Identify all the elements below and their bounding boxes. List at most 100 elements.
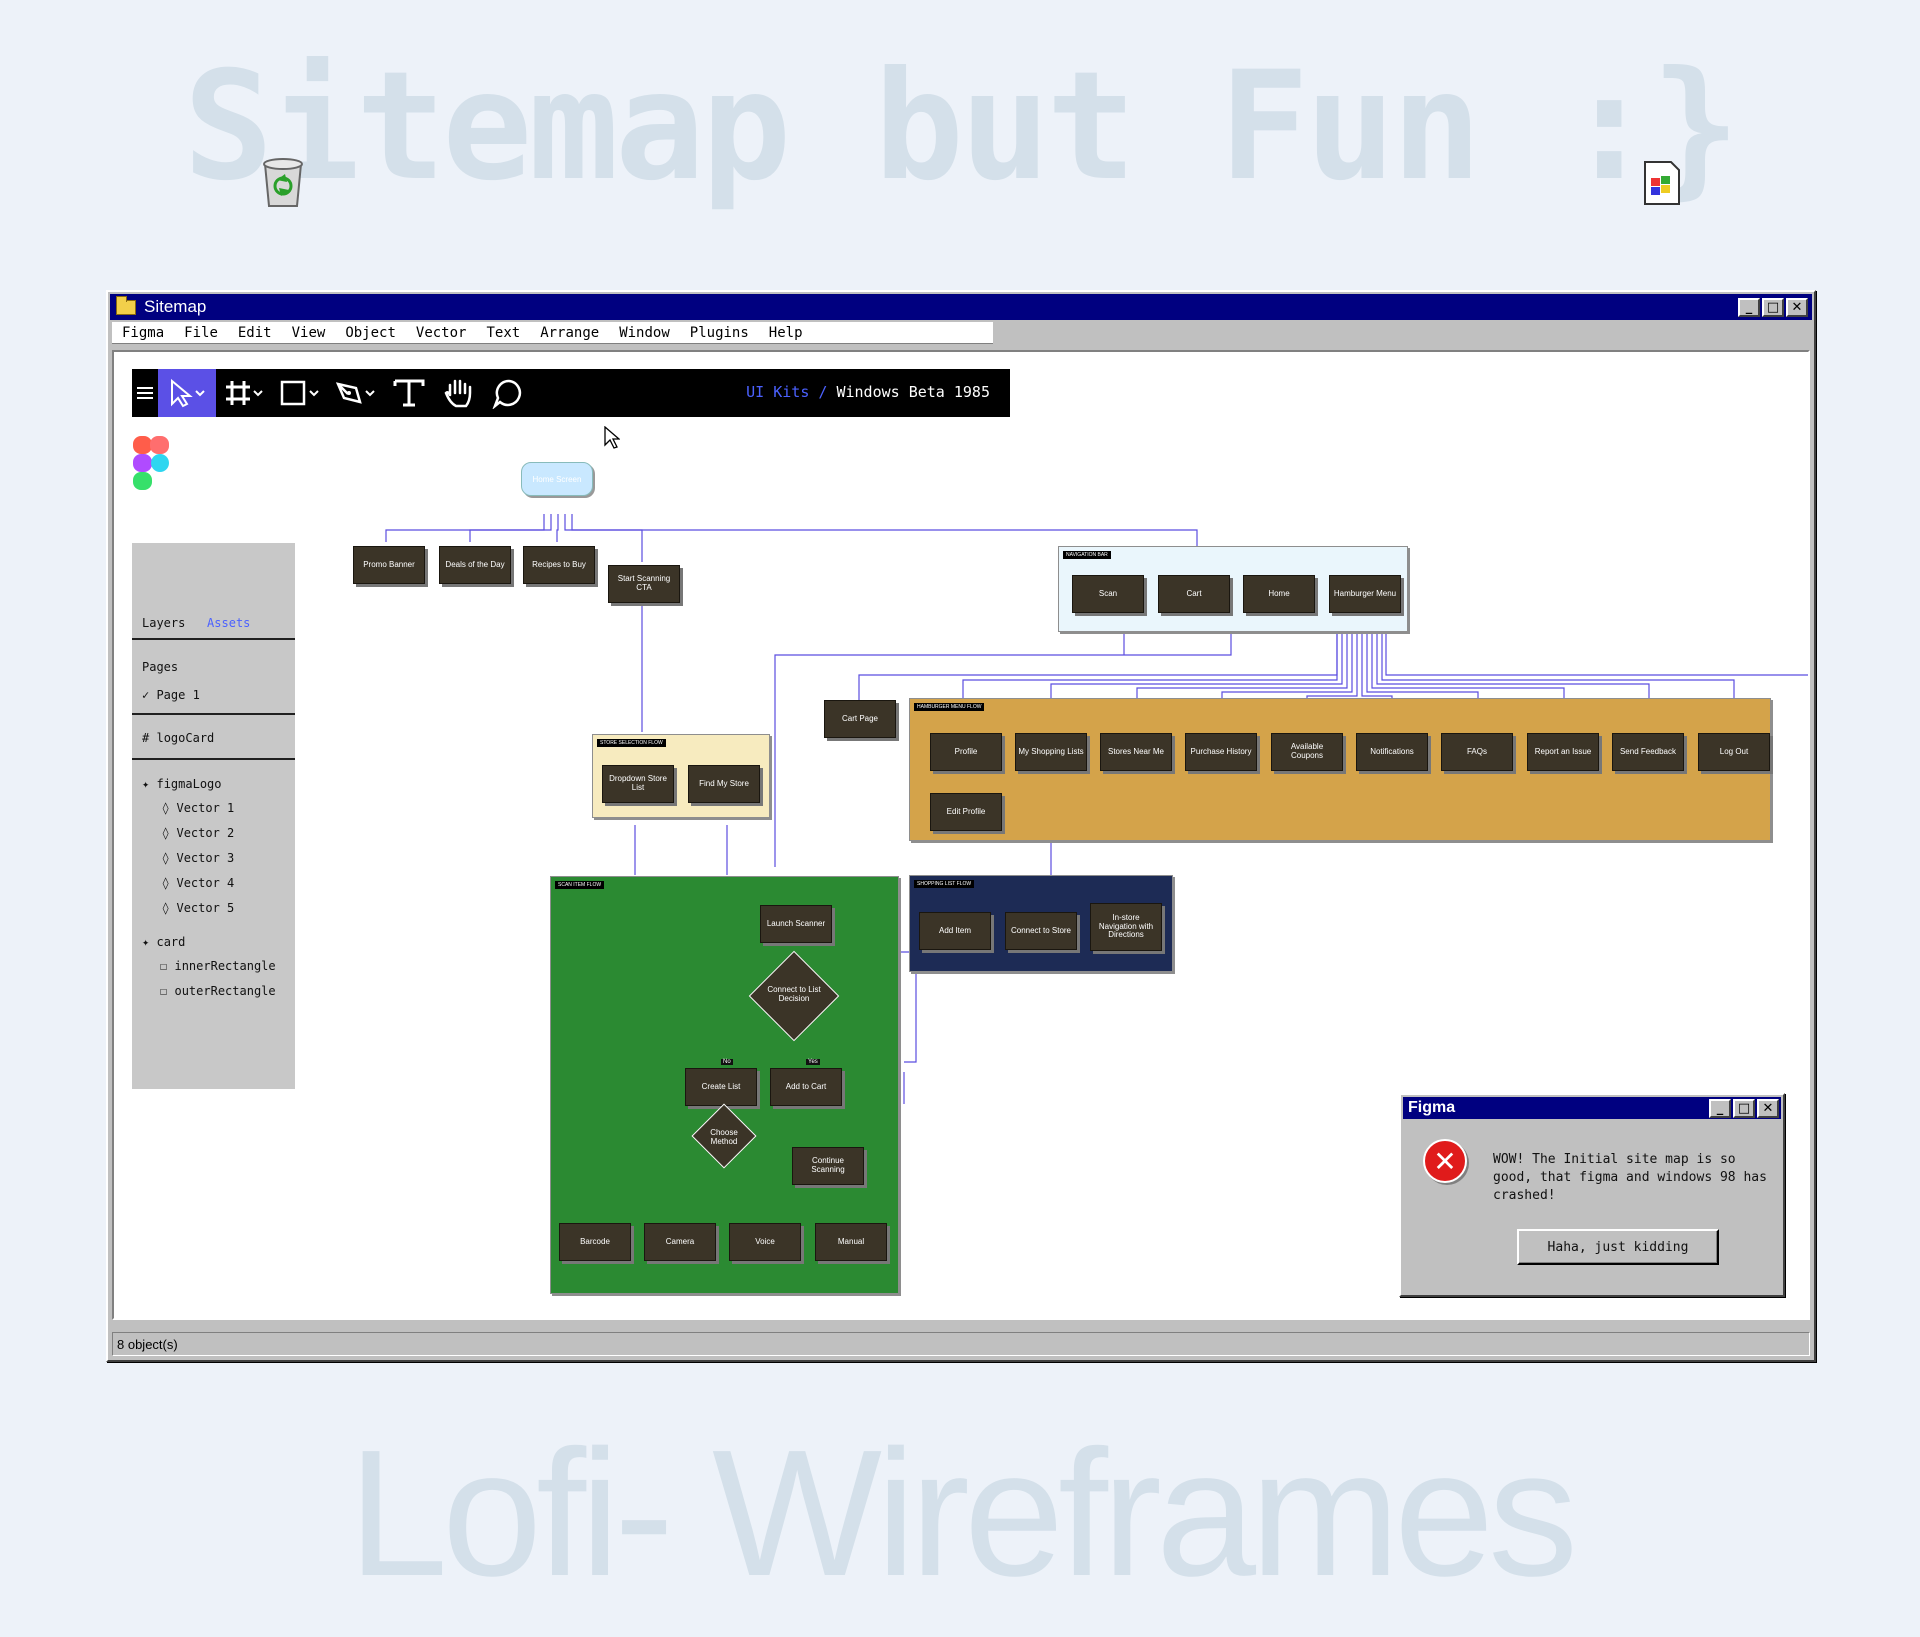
window-titlebar[interactable]: Sitemap _ □ ✕ — [110, 294, 1812, 320]
stores-near-me-node[interactable]: Stores Near Me — [1100, 733, 1172, 771]
layer-vector[interactable]: Vector 2 — [176, 826, 235, 840]
page-item[interactable]: ✓ Page 1 — [142, 688, 200, 702]
menu-bar: Figma File Edit View Object Vector Text … — [112, 322, 993, 344]
log-out-node[interactable]: Log Out — [1698, 733, 1770, 771]
connect-to-store-node[interactable]: Connect to Store — [1005, 912, 1077, 950]
nav-scan-node[interactable]: Scan — [1072, 575, 1144, 613]
layers-panel: Layers Assets Pages ✓ Page 1 # logoCard … — [132, 543, 295, 1089]
group-label: STORE SELECTION FLOW — [597, 739, 666, 747]
deals-node[interactable]: Deals of the Day — [439, 546, 511, 584]
start-scanning-node[interactable]: Start Scanning CTA — [608, 565, 680, 603]
move-tool-icon[interactable] — [158, 369, 216, 417]
layer-rectangle[interactable]: outerRectangle — [174, 984, 276, 998]
shape-tool-icon[interactable] — [272, 369, 328, 417]
purchase-history-node[interactable]: Purchase History — [1185, 733, 1257, 771]
component-icon: ✦ — [142, 935, 150, 949]
layer-vector[interactable]: Vector 1 — [176, 801, 235, 815]
window-title: Sitemap — [144, 297, 207, 316]
layer-rectangle[interactable]: innerRectangle — [174, 959, 276, 973]
layers-tab[interactable]: Layers — [142, 616, 186, 630]
recipes-node[interactable]: Recipes to Buy — [523, 546, 595, 584]
assets-tab[interactable]: Assets — [207, 616, 251, 630]
layer-vector[interactable]: Vector 4 — [176, 876, 235, 890]
menu-figma[interactable]: Figma — [122, 324, 165, 341]
coupons-node[interactable]: Available Coupons — [1271, 733, 1343, 771]
in-store-navigation-node[interactable]: In-store Navigation with Directions — [1090, 903, 1162, 951]
figma-logo-icon — [133, 436, 169, 490]
vector-icon: ◊ — [162, 826, 170, 840]
menu-view[interactable]: View — [291, 324, 326, 341]
choose-method-label: Choose Method — [710, 1128, 738, 1146]
find-my-store-node[interactable]: Find My Store — [688, 765, 760, 803]
breadcrumb-page: Windows Beta 1985 — [836, 383, 990, 401]
dialog-close-button[interactable]: ✕ — [1757, 1099, 1779, 1118]
menu-object[interactable]: Object — [345, 324, 396, 341]
menu-plugins[interactable]: Plugins — [689, 324, 749, 341]
barcode-node[interactable]: Barcode — [559, 1223, 631, 1261]
voice-node[interactable]: Voice — [729, 1223, 801, 1261]
error-icon: ✕ — [1423, 1139, 1467, 1183]
background-subtitle: Lofi- Wireframes — [347, 1413, 1578, 1614]
camera-node[interactable]: Camera — [644, 1223, 716, 1261]
dialog-titlebar[interactable]: Figma _ □ ✕ — [1403, 1097, 1781, 1119]
report-issue-node[interactable]: Report an Issue — [1527, 733, 1599, 771]
menu-arrange[interactable]: Arrange — [540, 324, 600, 341]
profile-node[interactable]: Profile — [930, 733, 1002, 771]
home-screen-node[interactable]: Home Screen — [521, 462, 593, 496]
dialog-minimize-button[interactable]: _ — [1709, 1099, 1731, 1118]
folder-icon — [116, 295, 136, 315]
figma-toolbar: UI Kits / Windows Beta 1985 — [132, 369, 1010, 417]
menu-edit[interactable]: Edit — [237, 324, 272, 341]
pen-tool-icon[interactable] — [328, 369, 384, 417]
minimize-button[interactable]: _ — [1738, 298, 1760, 317]
manual-node[interactable]: Manual — [815, 1223, 887, 1261]
layer-vector[interactable]: Vector 5 — [176, 901, 235, 915]
notifications-node[interactable]: Notifications — [1356, 733, 1428, 771]
edit-profile-node[interactable]: Edit Profile — [930, 793, 1002, 831]
nav-cart-node[interactable]: Cart — [1158, 575, 1230, 613]
vector-icon: ◊ — [162, 876, 170, 890]
comment-tool-icon[interactable] — [484, 369, 534, 417]
nav-home-node[interactable]: Home — [1243, 575, 1315, 613]
layer-frame[interactable]: logoCard — [156, 731, 215, 745]
hand-tool-icon[interactable] — [434, 369, 484, 417]
create-list-node[interactable]: Create List — [685, 1068, 757, 1106]
frame-tool-icon[interactable] — [216, 369, 272, 417]
breadcrumb-link[interactable]: UI Kits — [746, 383, 810, 401]
faqs-node[interactable]: FAQs — [1441, 733, 1513, 771]
vector-icon: ◊ — [162, 901, 170, 915]
group-label: SHOPPING LIST FLOW — [914, 880, 975, 888]
shopping-lists-node[interactable]: My Shopping Lists — [1015, 733, 1087, 771]
hamburger-menu-node[interactable]: Hamburger Menu — [1329, 575, 1401, 613]
layer-group-figmalogo[interactable]: figmaLogo — [156, 777, 222, 791]
dismiss-button[interactable]: Haha, just kidding — [1517, 1229, 1719, 1265]
continue-scanning-node[interactable]: Continue Scanning — [792, 1147, 864, 1185]
status-bar: 8 object(s) — [112, 1332, 1810, 1356]
promo-banner-node[interactable]: Promo Banner — [353, 546, 425, 584]
layer-group-card[interactable]: card — [156, 935, 186, 949]
add-to-cart-node[interactable]: Add to Cart — [770, 1068, 842, 1106]
menu-icon[interactable] — [132, 369, 158, 417]
group-label: NAVIGATION BAR — [1063, 551, 1111, 559]
menu-help[interactable]: Help — [768, 324, 803, 341]
menu-window[interactable]: Window — [619, 324, 670, 341]
maximize-button[interactable]: □ — [1762, 298, 1784, 317]
layer-vector[interactable]: Vector 3 — [176, 851, 235, 865]
pages-label: Pages — [142, 660, 179, 674]
text-tool-icon[interactable] — [384, 369, 434, 417]
add-item-node[interactable]: Add Item — [919, 912, 991, 950]
menu-file[interactable]: File — [184, 324, 218, 341]
dropdown-store-list-node[interactable]: Dropdown Store List — [602, 765, 674, 803]
dialog-maximize-button[interactable]: □ — [1733, 1099, 1755, 1118]
document-icon[interactable] — [1643, 160, 1681, 206]
send-feedback-node[interactable]: Send Feedback — [1612, 733, 1684, 771]
recycle-bin-icon[interactable] — [255, 150, 311, 210]
menu-vector[interactable]: Vector — [415, 324, 467, 341]
frame-icon: # — [142, 731, 150, 745]
launch-scanner-node[interactable]: Launch Scanner — [760, 905, 832, 943]
cursor-icon — [604, 426, 620, 449]
menu-text[interactable]: Text — [486, 324, 521, 341]
close-button[interactable]: ✕ — [1786, 298, 1808, 317]
breadcrumb-separator: / — [818, 383, 828, 401]
cart-page-node[interactable]: Cart Page — [824, 700, 896, 738]
